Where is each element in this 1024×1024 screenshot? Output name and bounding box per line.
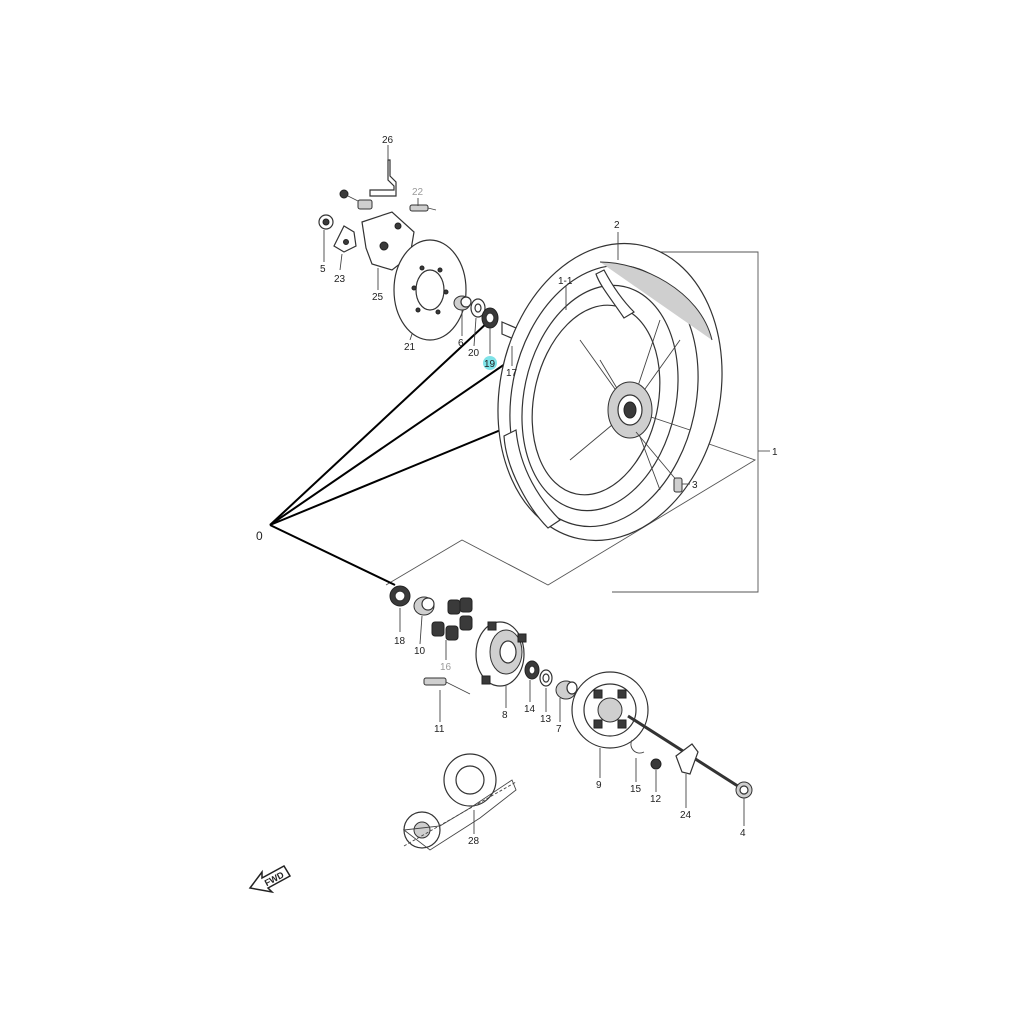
sprocket-9 [571,671,649,749]
collar-7 [555,680,578,700]
sprocket-hub-8 [475,621,527,687]
collar-10 [413,596,435,616]
damper-16 [431,597,473,641]
label-23: 23 [334,274,346,285]
bearing-14 [524,660,540,680]
label-16: 16 [440,662,452,673]
label-7: 7 [556,724,562,735]
hub-assembly-box [385,419,757,586]
label-25: 25 [372,292,384,303]
label-5: 5 [320,264,326,275]
nut-12 [650,758,662,770]
label-14: 14 [524,704,536,715]
label-20: 20 [468,348,480,359]
label-11: 11 [434,724,445,735]
label-4: 4 [740,828,746,839]
rear-wheel [497,242,723,542]
label-12: 12 [650,794,662,805]
highlight-marker [483,356,497,370]
label-8: 8 [502,710,508,721]
label-15: 15 [630,784,642,795]
label-22: 22 [412,187,424,198]
fwd-arrow: FWD [248,864,292,894]
seal-13 [539,669,553,687]
label-21: 21 [404,342,416,353]
chain-28 [402,753,517,851]
label-10: 10 [414,646,426,657]
seal-20 [470,298,486,318]
valve-3 [635,431,683,493]
bearing-19 [481,307,499,329]
label-17: 17 [506,368,518,379]
part-labels: 0 1 1-1 2 3 4 5 6 7 8 9 10 11 12 13 14 1… [256,135,778,847]
label-9: 9 [596,780,602,791]
label-13: 13 [540,714,552,725]
nut-5 [318,214,334,230]
label-0: 0 [256,529,263,543]
collar-6 [453,295,472,311]
label-leaders [323,145,745,834]
item-0-leader-lines [269,321,541,586]
label-1-1: 1-1 [558,276,573,287]
adjuster-24 [675,743,699,775]
bearing-18 [389,585,411,607]
brake-disc-21 [393,239,467,341]
wheel-assembly-box [610,251,770,593]
label-6: 6 [458,338,464,349]
brake-rod-26 [369,159,397,197]
bolt-top [339,189,373,210]
label-24: 24 [680,810,692,821]
label-2: 2 [614,220,620,231]
label-3: 3 [692,480,698,491]
label-18: 18 [394,636,406,647]
label-1: 1 [772,447,778,458]
label-28: 28 [468,836,480,847]
plate-23 [333,225,357,253]
pin-15 [630,739,645,754]
wheel-hub [607,381,653,439]
label-26: 26 [382,135,394,146]
bolt-22 [409,204,437,212]
label-19: 19 [484,359,496,370]
bolt-11 [423,677,471,695]
